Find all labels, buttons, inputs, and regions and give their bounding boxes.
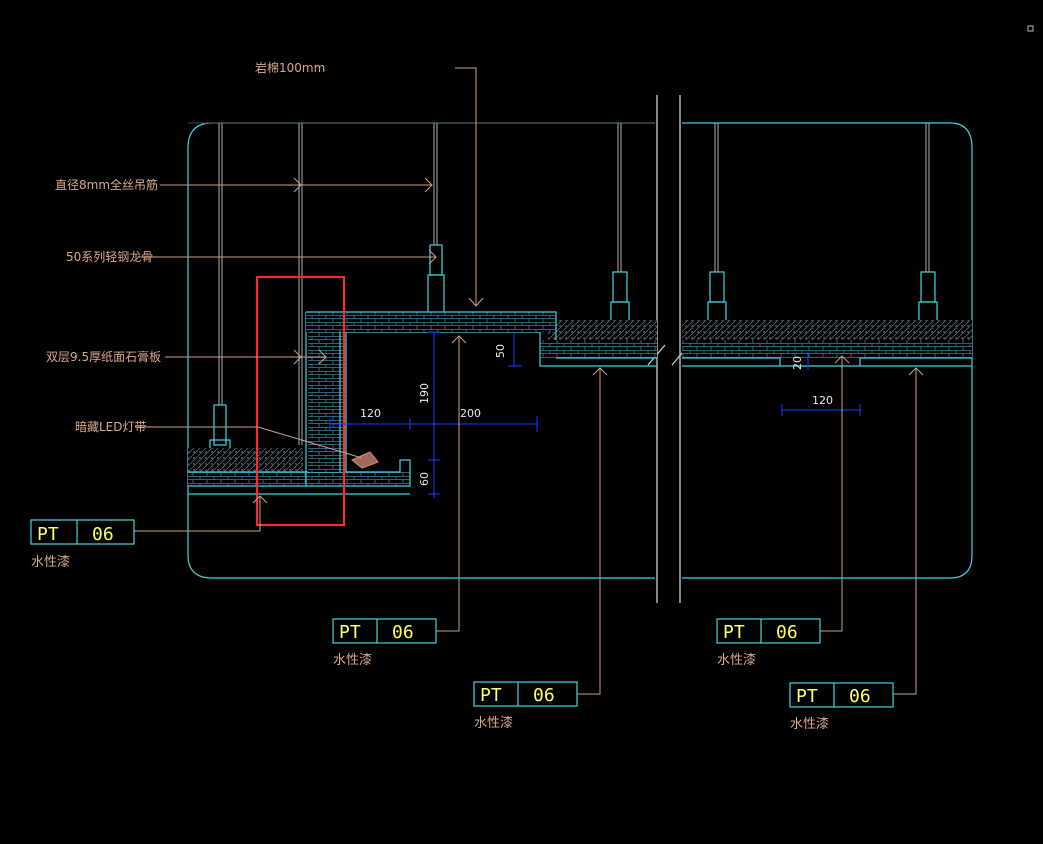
highlight-box xyxy=(255,275,346,527)
tag-code: PT xyxy=(339,622,361,643)
material-tag: PT 06 水性漆 xyxy=(473,681,578,731)
tag-number: 06 xyxy=(392,622,414,643)
corner-marker xyxy=(1027,25,1034,32)
annotation-labels: 岩棉100mm 直径8mm全丝吊筋 50系列轻钢龙骨 双层9.5厚纸面石膏板 暗… xyxy=(46,60,325,434)
label-gypsum-board: 双层9.5厚纸面石膏板 xyxy=(46,349,161,364)
tag-code: PT xyxy=(480,685,502,706)
dim-120-left: 120 xyxy=(360,407,381,420)
dim-120-right: 120 xyxy=(812,394,833,407)
hanger-rod xyxy=(209,123,231,451)
label-light-steel-keel: 50系列轻钢龙骨 xyxy=(66,250,153,264)
material-tag: PT 06 水性漆 xyxy=(30,519,135,570)
annotation-leaders xyxy=(134,67,924,695)
hanger-rod xyxy=(610,123,630,345)
tag-number: 06 xyxy=(92,524,114,545)
hanger-rod xyxy=(298,123,303,445)
dim-60: 60 xyxy=(418,472,431,486)
tag-description: 水性漆 xyxy=(31,554,70,570)
material-tag: PT 06 水性漆 xyxy=(332,618,437,668)
tag-code: PT xyxy=(796,686,818,707)
dim-20: 20 xyxy=(791,356,804,370)
ceiling-boards xyxy=(188,311,972,495)
tag-description: 水性漆 xyxy=(333,652,372,668)
dim-50: 50 xyxy=(494,344,507,358)
tag-code: PT xyxy=(723,622,745,643)
material-tag: PT 06 水性漆 xyxy=(789,682,894,732)
dimension-labels: 120 190 200 60 50 20 120 xyxy=(360,344,833,486)
tag-number: 06 xyxy=(533,685,555,706)
tag-number: 06 xyxy=(776,622,798,643)
tag-description: 水性漆 xyxy=(717,652,756,668)
material-tag: PT 06 水性漆 xyxy=(716,618,821,668)
dimension-lines xyxy=(329,331,861,498)
dim-200: 200 xyxy=(460,407,481,420)
hanger-rod xyxy=(707,123,727,345)
dim-190: 190 xyxy=(418,383,431,404)
hanger-rod xyxy=(918,123,938,345)
label-rock-wool: 岩棉100mm xyxy=(255,60,325,75)
label-led-strip: 暗藏LED灯带 xyxy=(75,419,147,434)
led-strip xyxy=(351,451,379,469)
tag-description: 水性漆 xyxy=(474,715,513,731)
label-hanger-rod: 直径8mm全丝吊筋 xyxy=(55,177,158,192)
tag-number: 06 xyxy=(849,686,871,707)
tag-description: 水性漆 xyxy=(790,716,829,732)
hanger-rod xyxy=(427,123,445,314)
tag-code: PT xyxy=(37,524,59,545)
